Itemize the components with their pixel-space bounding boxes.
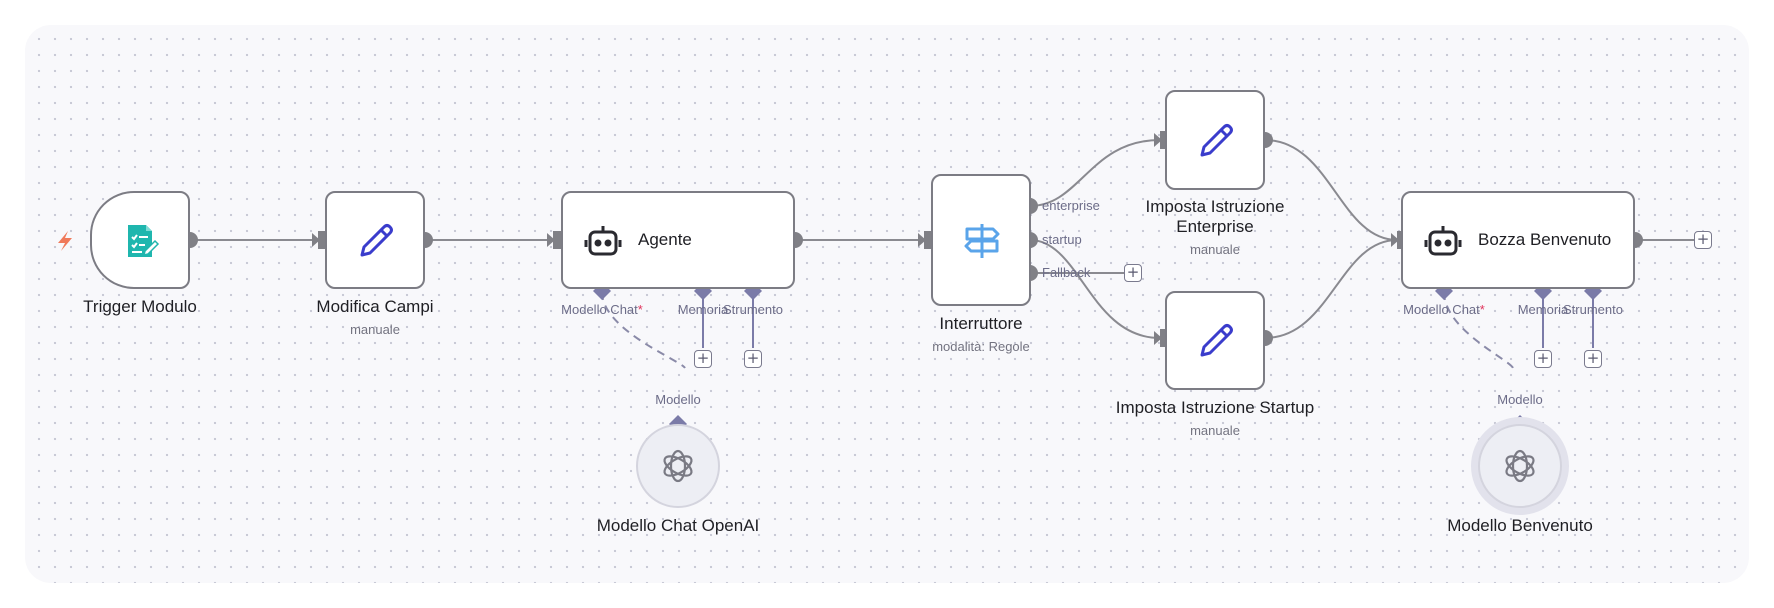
form-icon [121, 221, 161, 261]
lightning-icon [58, 231, 72, 251]
node-bozza-benvenuto[interactable] [1401, 191, 1635, 289]
welcome-model-title: Modello Benvenuto [1447, 516, 1593, 535]
agent-port-memory[interactable]: Memoria [677, 302, 729, 317]
switch-output-enterprise[interactable]: enterprise [1042, 198, 1100, 213]
node-imposta-istruzione-enterprise[interactable] [1165, 90, 1265, 190]
welcome-draft-title: Bozza Benvenuto [1478, 230, 1612, 249]
node-modifica-campi[interactable] [325, 191, 425, 289]
set-startup-title: Imposta Istruzione Startup [1115, 398, 1315, 417]
pencil-icon [1195, 320, 1237, 362]
workflow-canvas[interactable] [25, 25, 1749, 583]
welcome-port-tool[interactable]: Strumento [1563, 302, 1623, 317]
welcome-port-chat-model[interactable]: Modello Chat* [1403, 302, 1485, 317]
robot-icon [583, 221, 623, 261]
switch-title: Interruttore [939, 314, 1023, 333]
switch-subtitle: modalità: Regole [932, 339, 1030, 354]
openai-icon [658, 446, 698, 486]
edge-enterprise-to-welcome [1264, 139, 1398, 241]
welcome-model-port-label: Modello [1497, 392, 1543, 407]
add-welcome-tool-button[interactable]: + [1584, 350, 1602, 368]
set-enterprise-title: Imposta Istruzione Enterprise [1145, 197, 1285, 236]
openai-model-port-label: Modello [655, 392, 701, 407]
edge-switch-startup [1029, 239, 1161, 339]
add-memory-button[interactable]: + [694, 350, 712, 368]
add-next-node-button[interactable]: + [1694, 231, 1712, 249]
node-modello-chat-openai[interactable] [636, 424, 720, 508]
agent-title: Agente [638, 230, 692, 249]
welcome-port-memory[interactable]: Memoria [1517, 302, 1569, 317]
node-agente[interactable] [561, 191, 795, 289]
add-welcome-memory-button[interactable]: + [1534, 350, 1552, 368]
robot-icon [1423, 221, 1463, 261]
switch-output-startup[interactable]: startup [1042, 232, 1082, 247]
edge-startup-to-welcome [1264, 239, 1398, 339]
pencil-icon [355, 220, 397, 262]
node-modello-benvenuto[interactable] [1478, 424, 1562, 508]
agent-port-tool[interactable]: Strumento [723, 302, 783, 317]
add-tool-button[interactable]: + [744, 350, 762, 368]
trigger-title: Trigger Modulo [83, 297, 197, 316]
edge-welcome-model-link [1443, 291, 1514, 369]
signpost-icon [961, 220, 1003, 262]
set-startup-subtitle: manuale [1190, 423, 1240, 438]
node-trigger-modulo[interactable] [90, 191, 190, 289]
openai-model-title: Modello Chat OpenAI [596, 516, 760, 535]
node-interruttore[interactable] [931, 174, 1031, 306]
add-fallback-node-button[interactable]: + [1124, 264, 1142, 282]
pencil-icon [1195, 120, 1237, 162]
openai-icon [1500, 446, 1540, 486]
switch-output-fallback[interactable]: Fallback [1042, 265, 1091, 280]
agent-port-chat-model[interactable]: Modello Chat* [561, 302, 643, 317]
edge-switch-enterprise [1029, 139, 1161, 207]
edit-fields-subtitle: manuale [350, 322, 400, 337]
edit-fields-title: Modifica Campi [316, 297, 434, 316]
set-enterprise-subtitle: manuale [1190, 242, 1240, 257]
node-imposta-istruzione-startup[interactable] [1165, 291, 1265, 390]
